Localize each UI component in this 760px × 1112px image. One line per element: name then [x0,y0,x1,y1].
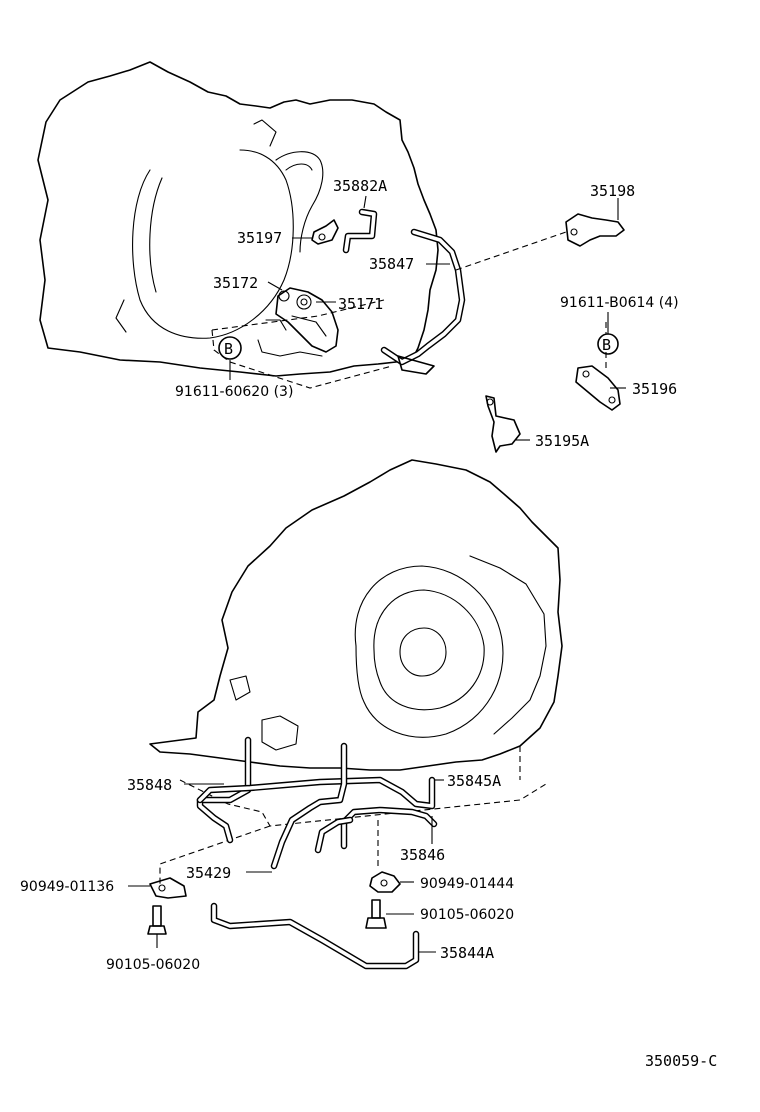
label-90949-01136: 90949-01136 [20,879,114,895]
label-35845a: 35845A [447,772,501,790]
part-35882a [342,195,378,254]
label-35844a: 35844A [440,944,494,962]
label-90105-06020-right: 90105-06020 [420,907,514,923]
callout-b-right-letter: B [602,336,611,354]
label-35847: 35847 [369,255,414,273]
label-90105-06020-left: 90105-06020 [106,957,200,973]
part-35846 [314,816,433,854]
label-35846: 35846 [400,846,445,864]
part-35171-35172-assembly [265,281,339,353]
part-35847 [380,228,466,375]
label-90949-01444: 90949-01444 [420,876,514,892]
part-35198 [565,198,625,247]
part-35844a [210,902,436,970]
lower-transaxle-housing [149,459,563,771]
callout-b-left-letter: B [224,340,233,358]
label-91611-60620: 91611-60620 (3) [175,384,293,400]
part-35429 [246,742,348,873]
label-35198: 35198 [590,182,635,200]
part-labels: 35882A 35198 35197 35847 35172 35171 916… [20,177,717,1070]
part-90105-06020-right [365,899,414,929]
part-35197 [292,219,339,245]
part-35195a [485,395,530,453]
diagram-reference-id: 350059-C [645,1052,717,1070]
upper-transaxle-housing [37,61,439,377]
part-90949-01444 [369,871,414,893]
label-35195a: 35195A [535,432,589,450]
callout-b-right: B [597,312,619,355]
label-35197: 35197 [237,229,282,247]
part-90949-01136 [128,877,187,899]
label-35429: 35429 [186,864,231,882]
label-35882a: 35882A [333,177,387,195]
label-91611-b0614: 91611-B0614 (4) [560,295,679,311]
label-35848: 35848 [127,776,172,794]
part-35196 [575,365,626,411]
part-35848 [184,736,436,844]
label-35171: 35171 [338,295,383,313]
part-90105-06020-left [147,905,167,948]
label-35172: 35172 [213,274,258,292]
callout-b-left: B [218,336,242,380]
label-35196: 35196 [632,380,677,398]
